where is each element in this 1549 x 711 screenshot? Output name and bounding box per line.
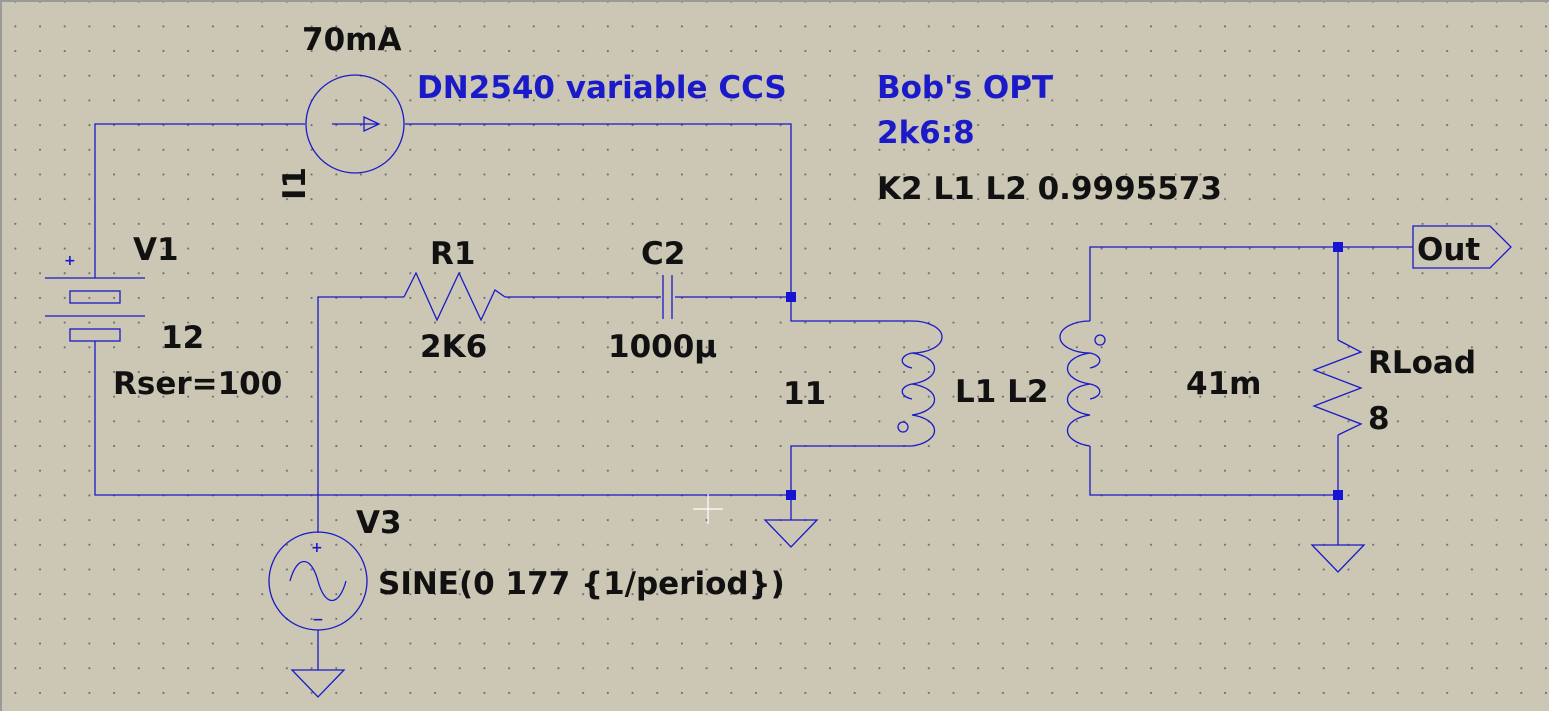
i1-ref: I1 [277,167,313,200]
l1-value: 11 [783,376,826,412]
opt-title-comment: Bob's OPT [877,70,1053,106]
v1-plus-marker: + [64,253,76,269]
r1-ref: R1 [430,236,475,272]
wires [94,123,1413,670]
wire-l2-bottom[interactable] [1089,446,1338,496]
junction-dot [1333,490,1343,500]
i1-value: 70mA [302,22,401,58]
wire-v1-to-i1[interactable] [94,123,305,257]
rload-value: 8 [1368,401,1390,437]
opt-ratio-comment: 2k6:8 [877,115,975,151]
ground-icon[interactable] [763,519,819,548]
resistor-icon[interactable] [403,271,506,322]
battery-icon[interactable] [45,257,145,342]
coupling-directive: K2 L1 L2 0.9995573 [877,171,1222,207]
junction-dot [1333,242,1343,252]
v3-ref: V3 [356,505,402,541]
ground-icon[interactable] [290,669,346,698]
l2-value: 41m [1186,366,1261,402]
transformer-ref: L1 L2 [955,374,1048,410]
cursor-crosshair-icon [693,494,723,524]
r1-value: 2K6 [420,329,487,365]
sine-source-icon[interactable] [268,531,368,631]
capacitor-icon[interactable] [662,275,673,319]
v1-ref: V1 [133,232,179,268]
wire-ground-rail[interactable] [94,341,791,496]
rload-ref: RLoad [1368,345,1476,381]
wire-v3-to-r1[interactable] [317,296,404,533]
junction-dot [786,292,796,302]
ccs-comment: DN2540 variable CCS [417,70,787,106]
output-port-icon[interactable] [1412,225,1512,269]
v3-plus-marker: + [311,540,323,556]
c2-ref: C2 [641,236,685,272]
resistor-icon[interactable] [1312,339,1363,436]
inductor-icon[interactable] [897,320,943,447]
v1-param: Rser=100 [113,366,282,402]
v1-value: 12 [161,320,204,356]
junction-dot [786,490,796,500]
wire-l1-bottom[interactable] [790,445,912,495]
current-source-icon[interactable] [305,74,405,174]
junctions [786,242,1343,500]
ground-icon[interactable] [1310,544,1366,573]
inductor-icon[interactable] [1059,320,1106,447]
wire-l2-top[interactable] [1089,246,1413,321]
c2-value: 1000µ [608,329,717,365]
wire-l1-top[interactable] [790,297,912,322]
wire-i1-to-primary[interactable] [405,123,792,297]
v3-value: SINE(0 177 {1/period}) [378,566,785,602]
out-net-label: Out [1417,232,1480,268]
v3-minus-marker: − [312,612,324,628]
